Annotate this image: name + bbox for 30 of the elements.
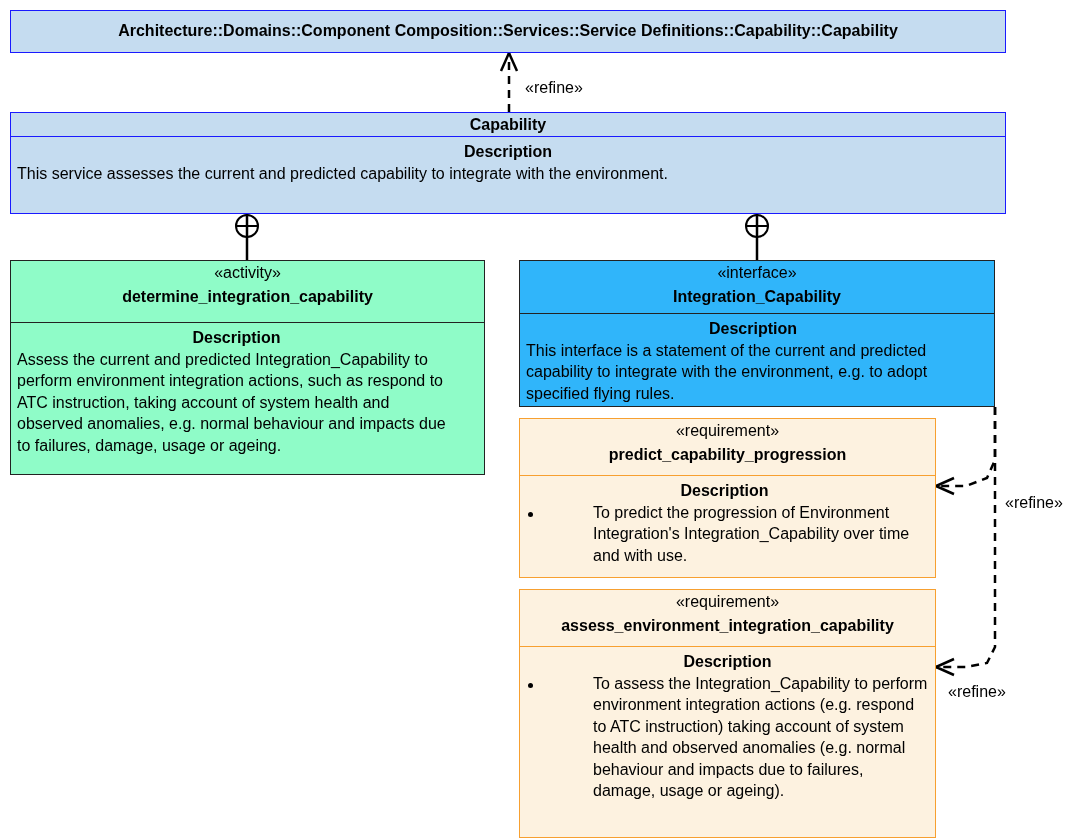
section-heading: Description (682, 652, 773, 672)
stereotype-label: «requirement» (674, 421, 781, 441)
section-heading: Description (708, 319, 798, 339)
description-text: To assess the Integration_Capability to perform environment integration actions (e.g. respond to ATC instruction) taking account of system health and observed anomalies (e.g. normal behaviour and impacts due to failures, damage, usage or ageing). (593, 673, 929, 801)
dependency-arrow (934, 407, 997, 677)
stereotype-label: «requirement» (674, 592, 781, 612)
requirement-box (519, 418, 936, 578)
description-text: To predict the progression of Environment Integration's Integration_Capability over time and with use. (593, 502, 911, 566)
block-box (10, 112, 1006, 214)
description-text: This service assesses the current and predicted capability to integrate with the environment. (17, 163, 669, 184)
section-heading: Description (463, 142, 553, 162)
requirement-box (519, 589, 936, 838)
activity-box (10, 260, 485, 475)
section-heading: Description (191, 328, 282, 348)
description-text: This interface is a statement of the current and predicted capability to integrate with the environment, e.g. to adopt specified flying rules. (526, 340, 929, 404)
element-name: Capability (468, 115, 548, 135)
stereotype-label: «interface» (716, 263, 798, 283)
containment-connector (235, 214, 259, 260)
element-name: Architecture::Domains::Component Composition::Services::Service Definitions::Capability::Capability (117, 21, 899, 41)
element-name: predict_capability_progression (607, 445, 848, 465)
description-text: Assess the current and predicted Integration_Capability to perform environment integration actions, such as respond to ATC instruction, taking account of system health and observed anomalies, e.g. normal behaviour and impacts due to failures, damage, usage or ageing. (17, 349, 447, 456)
stereotype-label: «activity» (213, 263, 282, 283)
dependency-arrow (499, 51, 519, 112)
element-name: Integration_Capability (672, 287, 842, 307)
package-header-box (10, 10, 1006, 53)
section-heading: Description (679, 481, 770, 501)
element-name: assess_environment_integration_capability (560, 616, 895, 636)
interface-box (519, 260, 995, 407)
element-name: determine_integration_capability (121, 287, 374, 307)
containment-connector (745, 214, 769, 260)
